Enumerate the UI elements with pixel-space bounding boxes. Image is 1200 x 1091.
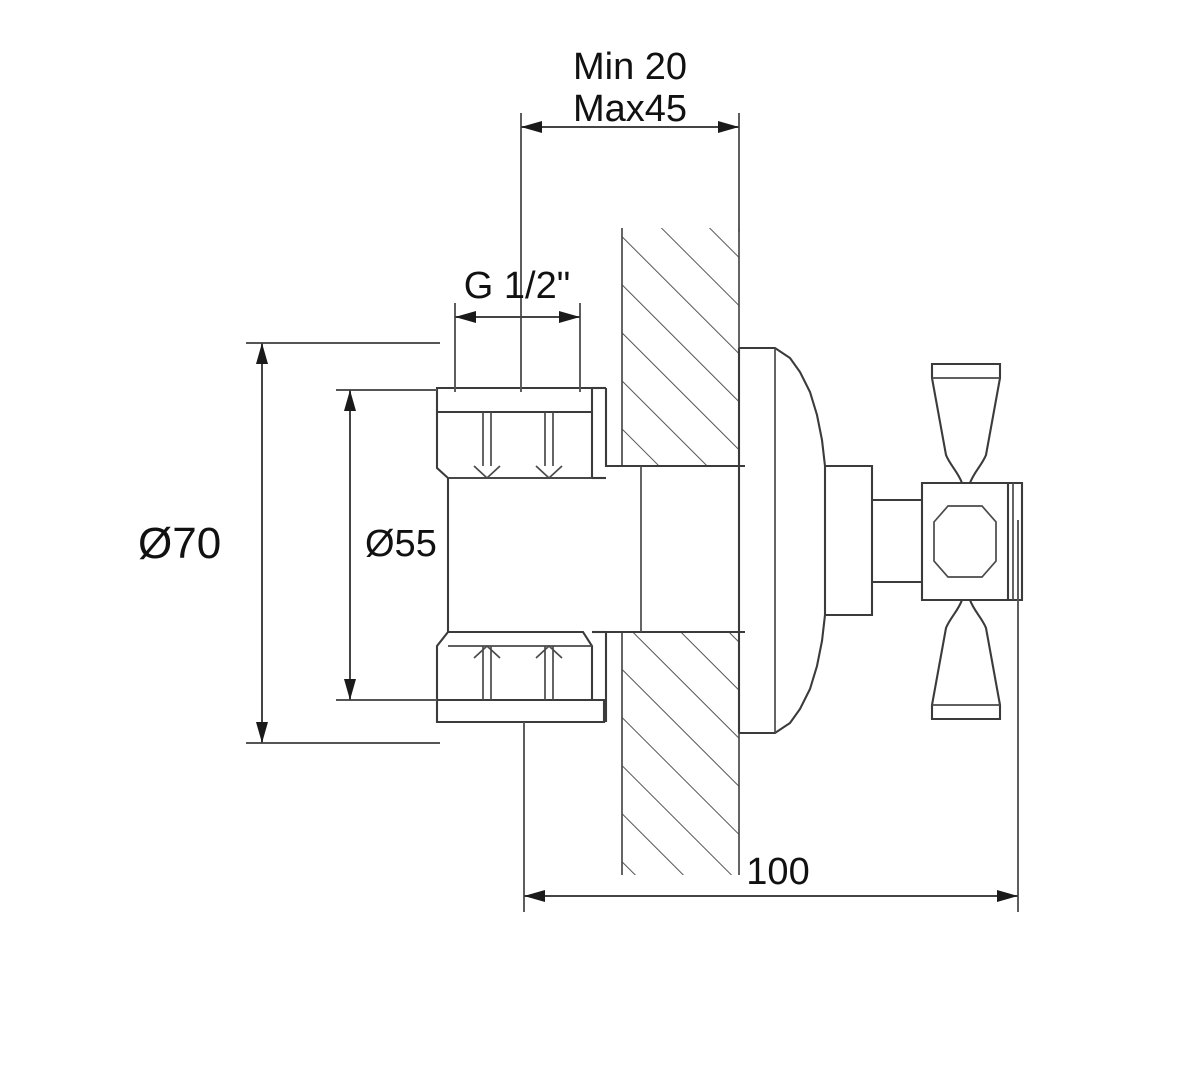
escutcheon-cover-plate — [737, 346, 874, 735]
arrowhead-left — [455, 311, 476, 323]
valve-body — [446, 386, 745, 722]
arrowhead-left — [521, 121, 542, 133]
cross-handle — [920, 362, 1024, 721]
valve-stem — [872, 498, 922, 584]
thread-dimension — [454, 303, 581, 392]
inner-diameter-dimension — [336, 389, 437, 701]
arrowhead-right — [718, 121, 739, 133]
wall-thickness-dimension — [520, 113, 740, 392]
outer-diameter-label: Ø70 — [138, 519, 221, 568]
thread-label: G 1/2" — [464, 265, 570, 307]
projection-length-dimension — [523, 520, 1019, 912]
arrowhead-top — [256, 343, 268, 364]
arrowhead-top — [344, 390, 356, 411]
outer-diameter-dimension — [246, 342, 440, 744]
arrowhead-bottom — [256, 722, 268, 743]
wall-thickness-label-line1: Min 20 — [573, 46, 687, 88]
projection-length-label: 100 — [746, 851, 809, 893]
arrowhead-right — [997, 890, 1018, 902]
arrowhead-right — [559, 311, 580, 323]
arrowhead-bottom — [344, 679, 356, 700]
arrowhead-left — [524, 890, 545, 902]
inner-diameter-label: Ø55 — [365, 523, 437, 565]
wall-thickness-label-line2: Max45 — [573, 88, 687, 130]
lower-knurled-nut — [435, 630, 606, 724]
wall-section — [621, 228, 740, 875]
